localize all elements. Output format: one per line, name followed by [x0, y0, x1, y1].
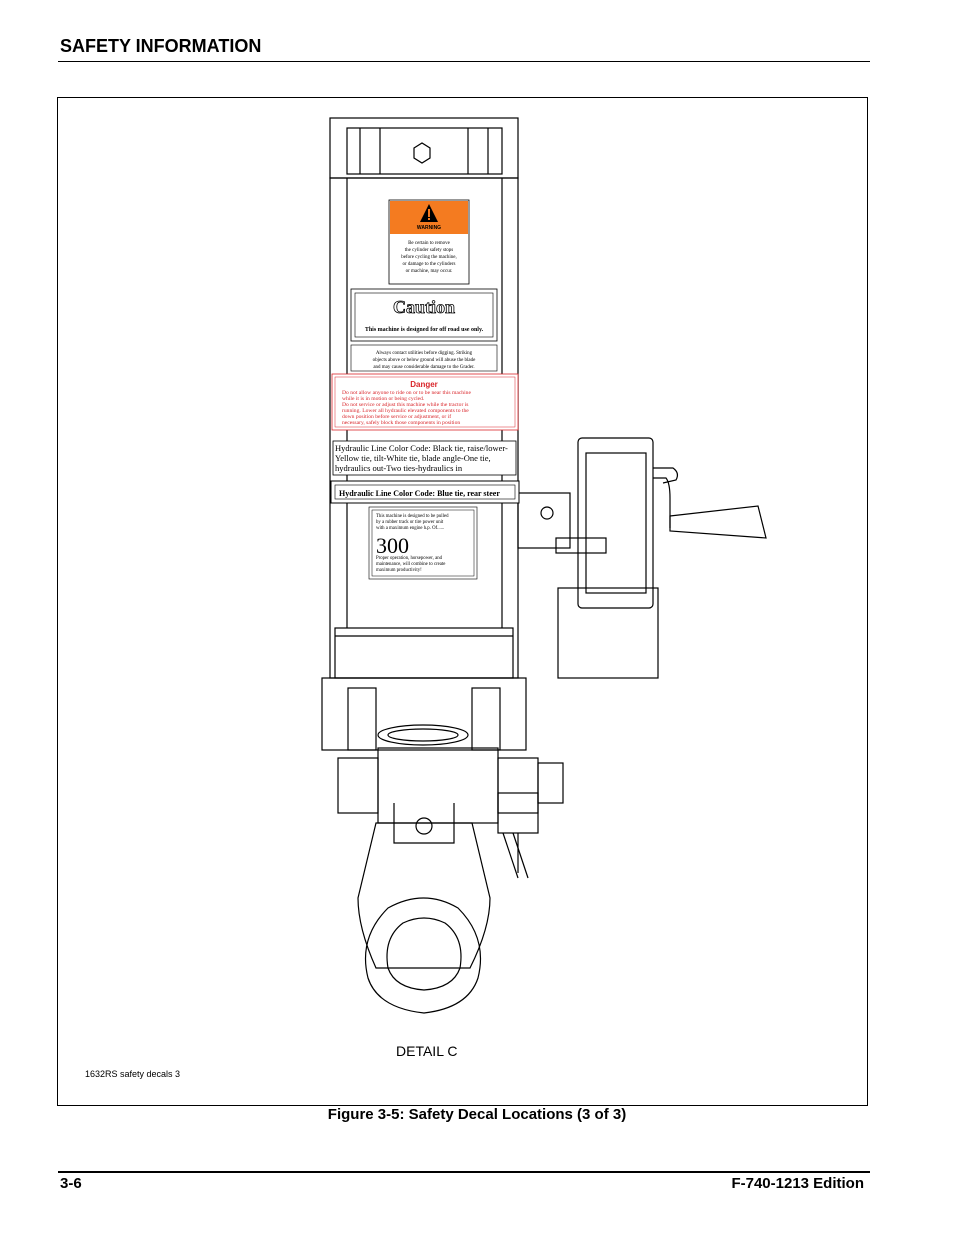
danger-decal: Danger Do not allow anyone to ride on or… [331, 373, 519, 431]
caution-decal: Caution This machine is designed for off… [350, 288, 498, 342]
hitch-assembly-drawing: WARNING Be certain to remove the cylinde… [321, 117, 767, 1014]
horsepower-line: with a maximum engine h.p. Of...... [376, 526, 444, 531]
hydraulic-line: Yellow tie, tilt-White tie, blade angle-… [335, 453, 491, 463]
page-header-title: SAFETY INFORMATION [60, 36, 262, 56]
detail-label: DETAIL C [396, 1043, 458, 1059]
danger-line: down position before service or adjustme… [342, 413, 451, 420]
danger-line: while it is in motion or being cycled. [342, 396, 425, 402]
header-divider [58, 61, 870, 62]
hydraulic-color-code-decal: Hydraulic Line Color Code: Black tie, ra… [332, 440, 517, 476]
warning-heading: WARNING [417, 225, 441, 231]
hydraulic-line: Hydraulic Line Color Code: Black tie, ra… [335, 443, 508, 453]
horsepower-line: by a rubber track or tire power unit [376, 520, 444, 525]
horsepower-line: Proper operation, horsepower, and [376, 556, 443, 561]
utilities-line: Always contact utilities before digging.… [376, 351, 473, 356]
clevis-ring [357, 822, 491, 969]
horsepower-decal: This machine is designed to be pulled by… [368, 506, 478, 580]
horsepower-number: 300 [376, 533, 409, 558]
danger-heading: Danger [410, 380, 438, 389]
hydraulic-rear-steer-text: Hydraulic Line Color Code: Blue tie, rea… [339, 489, 500, 498]
lower-plate [321, 677, 527, 751]
warning-line: before cycling the machine, [401, 255, 457, 260]
warning-line: or damage to the cylinders [402, 262, 455, 267]
warning-decal: WARNING Be certain to remove the cylinde… [388, 199, 470, 285]
warning-line: or machine, may occur. [406, 269, 453, 274]
hydraulic-line: hydraulics out-Two ties-hydraulics in [335, 463, 463, 473]
figure-frame: WARNING Be certain to remove the cylinde… [57, 97, 868, 1106]
danger-line: Do not service or adjust this machine wh… [342, 402, 468, 408]
edition-label: F-740-1213 Edition [731, 1175, 864, 1192]
horsepower-line: This machine is designed to be pulled [376, 514, 449, 519]
caution-text: This machine is designed for off road us… [365, 327, 484, 333]
figure-file-label: 1632RS safety decals 3 [85, 1069, 181, 1079]
utilities-line: and may cause considerable damage to the… [373, 365, 474, 370]
caution-heading: Caution [393, 297, 455, 317]
warning-line: the cylinder safety stops [405, 248, 454, 253]
utilities-line: objects above or below ground will abuse… [373, 358, 477, 363]
danger-line: Do not allow anyone to ride on or to be … [342, 390, 471, 396]
danger-line: necessary, safely block those components… [342, 419, 460, 426]
warning-line: Be certain to remove [408, 241, 451, 246]
horsepower-line: maximum productivity! [376, 568, 422, 573]
figure-caption: Figure 3-5: Safety Decal Locations (3 of… [327, 1106, 627, 1123]
horsepower-line: maintenance, will combine to create [376, 562, 445, 567]
page-number: 3-6 [60, 1175, 82, 1192]
top-cap [329, 117, 519, 179]
hydraulic-rear-steer-decal: Hydraulic Line Color Code: Blue tie, rea… [330, 480, 520, 504]
utilities-decal: Always contact utilities before digging.… [350, 344, 498, 372]
footer-divider [58, 1171, 870, 1173]
danger-line: running. Lower all hydraulic elevated co… [342, 408, 469, 414]
